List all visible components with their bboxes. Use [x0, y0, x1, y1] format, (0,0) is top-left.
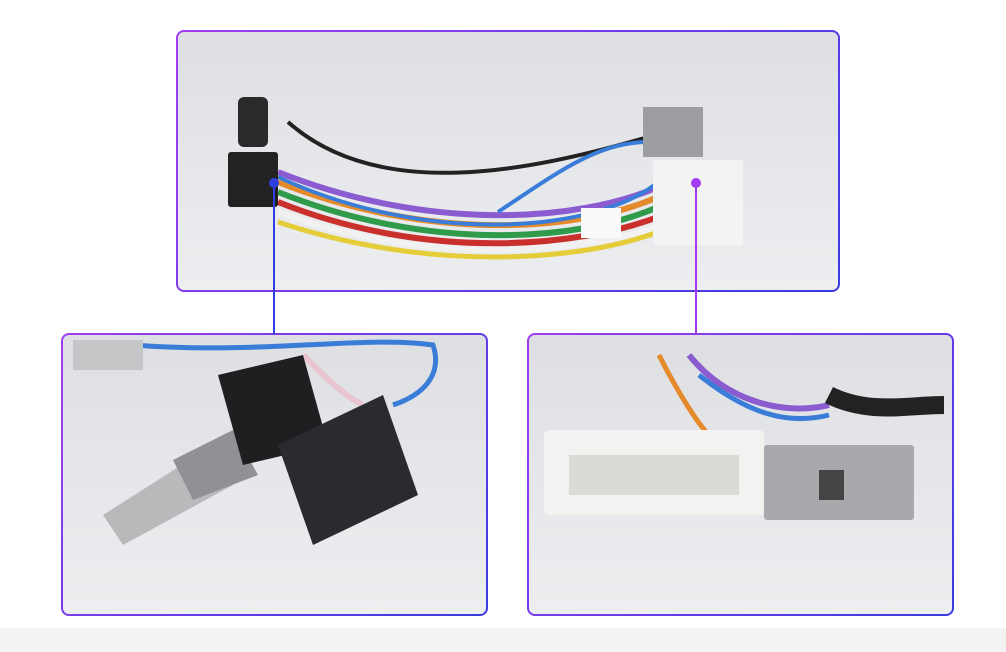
background-floor — [0, 628, 1006, 652]
panel-full-harness — [176, 30, 840, 292]
harness-photo — [228, 97, 743, 260]
panel-iso-antenna-connectors — [61, 333, 488, 616]
oem-connector-photo — [544, 353, 945, 520]
iso-connector-photo — [73, 339, 439, 545]
panel-oem-vehicle-connectors — [527, 333, 954, 616]
